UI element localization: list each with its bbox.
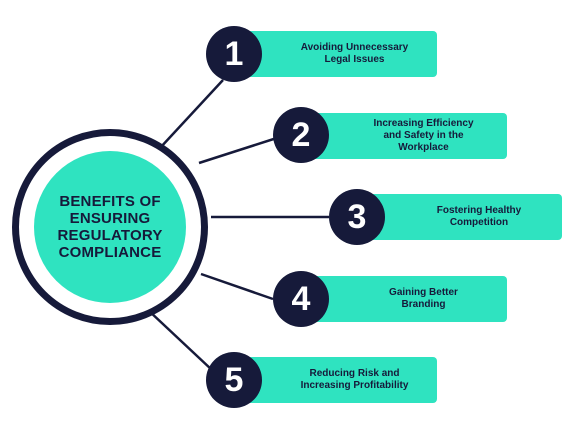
number-badge-1: 1 xyxy=(206,26,262,82)
benefit-text-line: Legal Issues xyxy=(324,54,385,65)
badge-number: 1 xyxy=(224,35,244,73)
benefit-text-line: Gaining Better xyxy=(389,287,458,298)
benefit-text-line: Increasing Profitability xyxy=(300,380,409,391)
connector-line-5 xyxy=(147,309,213,371)
benefit-text-1: Avoiding Unnecessary Legal Issues xyxy=(301,42,408,66)
benefit-text-line: and Safety in the xyxy=(383,130,464,141)
benefit-text-2: Increasing Efficiency and Safety in the … xyxy=(373,118,473,154)
benefit-text-line: Increasing Efficiency xyxy=(373,118,474,129)
benefit-text-4: Gaining Better Branding xyxy=(389,287,458,311)
connector-line-2 xyxy=(198,134,284,165)
badge-number: 2 xyxy=(291,116,311,154)
hub-title-line: BENEFITS OF xyxy=(59,193,161,210)
benefit-box-3: Fostering Healthy Competition xyxy=(358,194,562,240)
benefit-text-3: Fostering Healthy Competition xyxy=(437,205,521,229)
hub-title: BENEFITS OF ENSURING REGULATORY COMPLIAN… xyxy=(40,193,180,261)
benefit-text-line: Avoiding Unnecessary xyxy=(300,42,409,53)
benefit-text-5: Reducing Risk and Increasing Profitabili… xyxy=(301,368,409,392)
benefit-box-5: Reducing Risk and Increasing Profitabili… xyxy=(234,357,437,403)
number-badge-5: 5 xyxy=(206,352,262,408)
hub-title-line: ENSURING xyxy=(69,210,151,227)
benefit-text-line: Reducing Risk and xyxy=(309,368,400,379)
badge-number: 5 xyxy=(224,361,244,399)
benefit-box-4: Gaining Better Branding xyxy=(302,276,507,322)
benefit-text-line: Workplace xyxy=(398,142,449,153)
benefit-text-line: Fostering Healthy xyxy=(436,205,522,216)
badge-number: 4 xyxy=(291,280,311,318)
number-badge-2: 2 xyxy=(273,107,329,163)
badge-number: 3 xyxy=(347,198,367,236)
connector-line-1 xyxy=(159,79,224,149)
hub-title-line: REGULATORY xyxy=(57,227,163,244)
benefit-box-1: Avoiding Unnecessary Legal Issues xyxy=(234,31,437,77)
number-badge-4: 4 xyxy=(273,271,329,327)
benefit-box-2: Increasing Efficiency and Safety in the … xyxy=(302,113,507,159)
hub-title-line: COMPLIANCE xyxy=(58,244,162,261)
number-badge-3: 3 xyxy=(329,189,385,245)
benefit-text-line: Branding xyxy=(401,299,446,310)
hub-circle: BENEFITS OF ENSURING REGULATORY COMPLIAN… xyxy=(34,151,186,303)
connector-line-4 xyxy=(200,272,274,301)
benefit-text-line: Competition xyxy=(449,217,509,228)
